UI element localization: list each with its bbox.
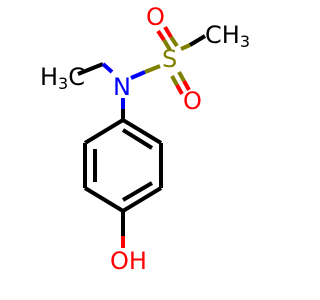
bond-s-o-right-b xyxy=(170,75,179,86)
bond-s-o-top-a xyxy=(162,38,172,52)
nitrogen-label: N xyxy=(113,73,131,101)
oxygen-right-label: O xyxy=(183,87,202,115)
ring-bond-3 xyxy=(83,186,125,213)
bond-s-o-right-a xyxy=(177,71,186,82)
molecule-diagram: O O S N CH3 H3C OH xyxy=(40,3,250,275)
bond-nmethyl-n xyxy=(77,62,104,76)
ring-bond-1 xyxy=(83,118,125,145)
bond-s-o-right-a2 xyxy=(182,80,191,91)
bond-nmethyl-n-colored xyxy=(101,62,114,74)
bond-s-o-top-a2 xyxy=(156,29,166,42)
bond-s-ch3-a xyxy=(180,43,191,51)
ring-bond-6 xyxy=(121,118,163,145)
ring-inner-3 xyxy=(121,128,154,150)
methyl-s-label: CH3 xyxy=(205,21,250,51)
methyl-n-sub: 3 xyxy=(58,74,68,93)
sulfur-label: S xyxy=(162,45,177,73)
bond-n-s-b xyxy=(144,64,161,74)
methyl-n-label: H3C xyxy=(40,63,85,93)
bond-group xyxy=(77,25,207,248)
methyl-s-sub: 3 xyxy=(240,32,250,51)
methyl-s-main: CH xyxy=(205,21,240,49)
methyl-n-h: H xyxy=(40,63,58,91)
bond-s-o-top-b2 xyxy=(163,25,173,39)
atom-labels: O O S N CH3 H3C OH xyxy=(40,3,250,275)
ring-bond-4 xyxy=(121,186,163,213)
ring-inner-2 xyxy=(121,181,154,202)
hydroxyl-label: OH xyxy=(110,247,147,275)
bond-s-ch3-b xyxy=(188,34,207,47)
methyl-n-c: C xyxy=(68,63,85,91)
bond-n-s-a xyxy=(130,70,146,80)
bond-s-o-top-b xyxy=(169,35,179,48)
bond-s-o-right-b2 xyxy=(175,84,184,95)
oxygen-top-label: O xyxy=(146,3,165,31)
